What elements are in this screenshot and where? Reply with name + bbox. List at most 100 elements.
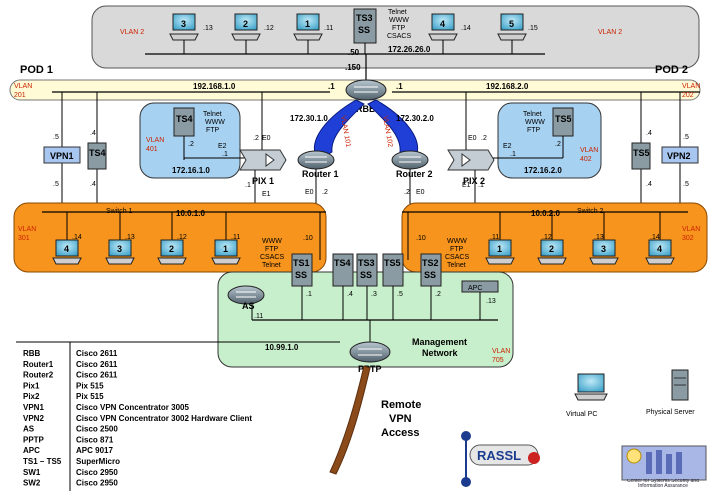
rbb-router: RBB <box>345 79 387 114</box>
svg-text:WWW: WWW <box>447 238 467 245</box>
svg-text:.4: .4 <box>646 130 652 137</box>
svg-text:FTP: FTP <box>206 127 220 134</box>
svg-text:4: 4 <box>657 244 662 254</box>
svg-text:PIX 1: PIX 1 <box>252 176 274 186</box>
router1: Router 1 <box>297 150 339 179</box>
mgmt-server-ts2: TS2 SS .2 <box>420 253 442 320</box>
top-network-label: 172.26.26.0 <box>388 45 431 54</box>
legend-key: VPN1 <box>23 403 44 412</box>
legend-value: Cisco 871 <box>76 435 114 444</box>
legend-value: Cisco 2950 <box>76 468 118 477</box>
svg-text:1: 1 <box>305 19 310 29</box>
svg-text:.2: .2 <box>435 291 441 298</box>
legend-key: Pix2 <box>23 392 40 401</box>
svg-text:.2: .2 <box>188 141 194 148</box>
legend-key: TS1 – TS5 <box>23 457 62 466</box>
svg-text:TS4: TS4 <box>176 114 193 124</box>
svg-text:.1: .1 <box>222 151 228 158</box>
svg-text:APC: APC <box>468 285 482 292</box>
dmz-right <box>497 102 602 179</box>
access-server: AS .11 <box>227 285 265 320</box>
remote-vpn-link <box>329 365 371 475</box>
svg-text:Virtual PC: Virtual PC <box>566 411 597 418</box>
svg-text:PIX 2: PIX 2 <box>463 176 485 186</box>
top-pc-3: 3.13 <box>169 13 213 54</box>
svg-text:FTP: FTP <box>527 127 541 134</box>
switch1-segment <box>13 202 327 273</box>
legend-value: Pix 515 <box>76 381 104 390</box>
svg-text:.4: .4 <box>90 130 96 137</box>
svg-text:Telnet: Telnet <box>523 111 542 118</box>
svg-text:SS: SS <box>295 270 307 280</box>
svg-text:402: 402 <box>580 156 592 163</box>
top-vlan-label: VLAN 2 <box>120 29 144 36</box>
svg-text:401: 401 <box>146 146 158 153</box>
center-logo: Center for Systems Security and Informat… <box>621 445 707 489</box>
ts5-server-right: TS5 <box>631 142 651 170</box>
pod1-label: POD 1 <box>20 64 53 76</box>
svg-text:.1: .1 <box>478 182 484 189</box>
svg-text:E1: E1 <box>462 182 471 189</box>
top-pc-1: 1.11 <box>293 13 333 54</box>
svg-text:3: 3 <box>181 19 186 29</box>
svg-text:Management: Management <box>412 337 467 347</box>
svg-text:.13: .13 <box>203 25 213 32</box>
link-left-net: 172.30.1.0 <box>290 114 328 123</box>
top-pc-5: 5.15 <box>497 13 538 54</box>
remote-label-2: VPN <box>389 413 412 425</box>
svg-text:202: 202 <box>682 92 694 99</box>
legend-value: Pix 515 <box>76 392 104 401</box>
svg-text:.5: .5 <box>53 134 59 141</box>
sw1-pc-3: 3.13 <box>105 212 135 265</box>
rbb-top-ip: .150 <box>345 63 361 72</box>
svg-text:VLAN 101: VLAN 101 <box>339 115 351 148</box>
top-server-ts3: TS3 SS Telnet WWW FTP CSACS .50 <box>348 8 411 57</box>
legend-value: Cisco 2611 <box>76 360 118 369</box>
svg-text:.15: .15 <box>528 25 538 32</box>
legend-key: RBB <box>23 349 41 358</box>
legend-value: Cisco VPN Concentrator 3002 Hardware Cli… <box>76 414 252 423</box>
svg-text:1: 1 <box>223 244 228 254</box>
svg-text:TS4: TS4 <box>89 148 106 158</box>
svg-text:.13: .13 <box>486 298 496 305</box>
virtual-pc-key: Virtual PC <box>566 373 608 418</box>
svg-text:E0: E0 <box>262 135 271 142</box>
svg-text:.1: .1 <box>396 82 403 91</box>
svg-text:VPN2: VPN2 <box>667 151 691 161</box>
svg-text:TS4: TS4 <box>334 258 351 268</box>
vlan201: VLAN <box>14 83 32 90</box>
router2: Router 2 <box>391 150 433 179</box>
svg-text:TS3: TS3 <box>356 13 373 23</box>
svg-text:.14: .14 <box>650 234 660 241</box>
svg-text:TS5: TS5 <box>633 148 650 158</box>
legend-key: AS <box>23 425 35 434</box>
link-right-net: 172.30.2.0 <box>396 114 434 123</box>
svg-text:E0: E0 <box>305 189 314 196</box>
legend-key: Router1 <box>23 360 54 369</box>
svg-text:.1: .1 <box>328 82 335 91</box>
apc-power: APC .13 <box>461 280 499 320</box>
svg-text:.2: .2 <box>404 189 410 196</box>
svg-text:.2: .2 <box>481 135 487 142</box>
svg-text:.11: .11 <box>324 25 333 32</box>
dmz-left <box>139 102 241 179</box>
svg-text:.11: .11 <box>254 313 263 320</box>
legend-value: SuperMicro <box>76 457 120 466</box>
svg-text:.12: .12 <box>177 234 187 241</box>
svg-text:CSACS: CSACS <box>387 33 411 40</box>
svg-text:E2: E2 <box>218 143 227 150</box>
switch2-net: 10.0.2.0 <box>531 209 560 218</box>
svg-text:RASSL: RASSL <box>477 448 521 463</box>
svg-text:SS: SS <box>360 270 372 280</box>
svg-text:WWW: WWW <box>262 238 282 245</box>
legend-key: Router2 <box>23 371 54 380</box>
svg-text:VLAN: VLAN <box>580 147 598 154</box>
svg-text:.4: .4 <box>347 291 353 298</box>
svg-text:Telnet: Telnet <box>203 111 222 118</box>
mgmt-net: 10.99.1.0 <box>265 343 299 352</box>
svg-text:302: 302 <box>682 235 694 242</box>
svg-text:4: 4 <box>440 19 445 29</box>
dmz-right-net: 172.16.2.0 <box>524 166 562 175</box>
top-pc-4: 4.14 <box>428 13 471 54</box>
